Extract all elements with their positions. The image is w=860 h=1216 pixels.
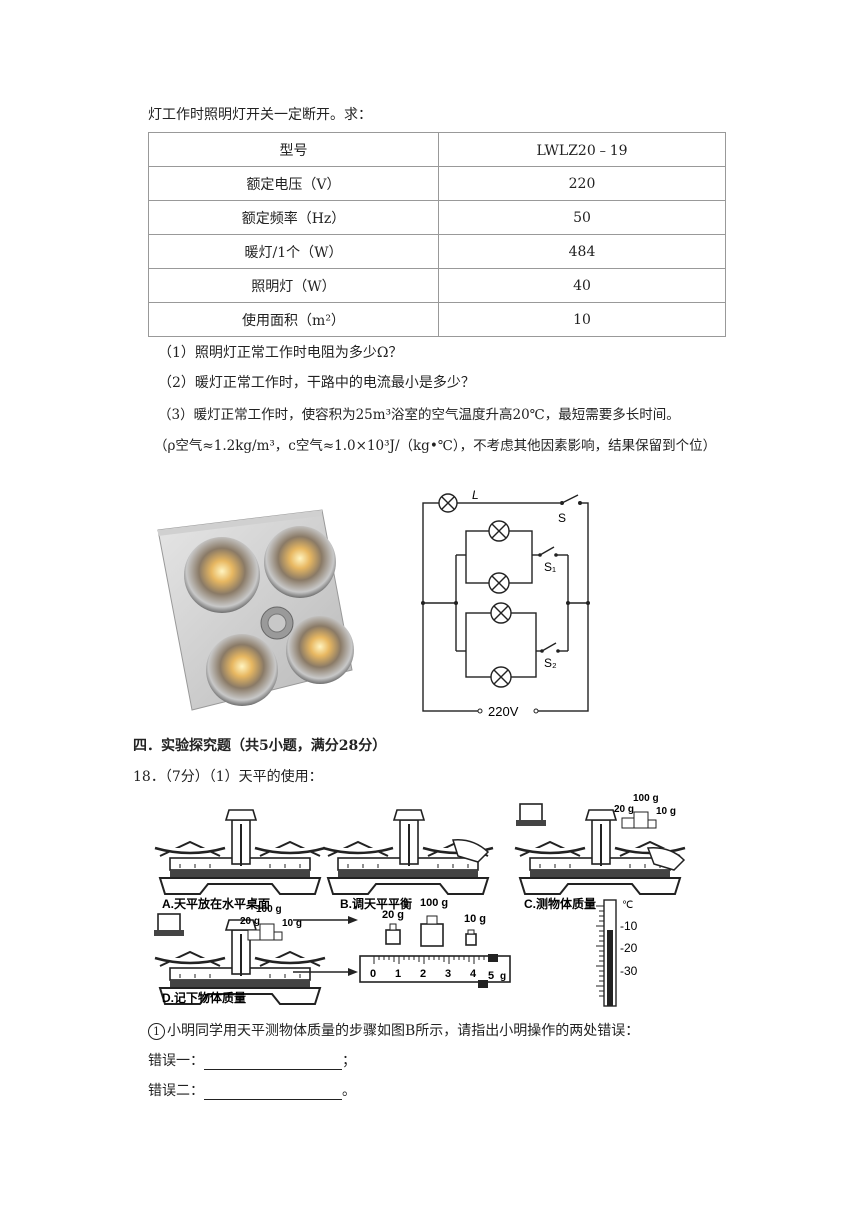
- table-row: 额定频率（Hz） 50: [148, 200, 726, 235]
- table-cell: 额定频率（Hz）: [148, 200, 439, 235]
- problem-18: 18．（7分）（1）天平的使用：: [133, 769, 323, 785]
- error-1-label: 错误一：: [148, 1053, 204, 1069]
- power-source-label: 220V: [488, 704, 519, 718]
- hand-icon: [452, 839, 490, 863]
- lamp-symbol: [490, 666, 512, 688]
- lamp-symbol: [488, 520, 510, 542]
- spec-table: 型号 LWLZ20﹣19 额定电压（V） 220 额定频率（Hz） 50 暖灯/…: [148, 132, 726, 337]
- thermo-tick: -30: [620, 964, 638, 978]
- thermo-tick: -10: [620, 919, 638, 933]
- table-row: 额定电压（V） 220: [148, 166, 726, 201]
- bath-heater-photo: [157, 509, 354, 711]
- circuit-diagram: L S S₁ S₂ 220V: [421, 488, 590, 718]
- weight-label-100g: 100 g: [633, 793, 659, 804]
- scale-tick: 2: [420, 968, 426, 980]
- error-2-blank[interactable]: [204, 1085, 342, 1100]
- table-cell: 10: [438, 302, 726, 337]
- scale-tick: 1: [395, 968, 401, 980]
- switch-s2-label: S₂: [544, 656, 557, 670]
- table-row: 型号 LWLZ20﹣19: [148, 132, 726, 167]
- table-row: 照明灯（W） 40: [148, 268, 726, 303]
- lamp-symbol: [490, 602, 512, 624]
- question-1: （1）照明灯正常工作时电阻为多少Ω？: [158, 345, 403, 361]
- scale-tick: 0: [370, 968, 376, 980]
- table-cell: 使用面积（m²）: [148, 302, 439, 337]
- balance-figure: 20 g 100 g 10 g A.天平放在水平桌面 B.调天平平衡 C.测物体…: [153, 793, 687, 1007]
- weight-label-100g: 100 g: [256, 904, 282, 915]
- scale-tick: 5: [488, 970, 494, 982]
- weight-label-10g: 10 g: [464, 913, 486, 925]
- weight-label-20g: 20 g: [240, 916, 260, 927]
- table-cell: LWLZ20﹣19: [438, 132, 726, 167]
- thermo-unit: ℃: [622, 900, 633, 911]
- caption-a: A.天平放在水平桌面: [162, 896, 270, 911]
- scale-tick: 3: [445, 968, 451, 980]
- table-cell: 220: [438, 166, 726, 201]
- table-cell: 50: [438, 200, 726, 235]
- heat-lamp: [184, 537, 260, 613]
- weight-label-100g: 100 g: [420, 897, 448, 909]
- table-row: 暖灯/1个（W） 484: [148, 234, 726, 269]
- balance-a: [153, 808, 327, 896]
- intro-text: 灯工作时照明灯开关一定断开。求：: [148, 107, 372, 123]
- error-2-end: 。: [342, 1083, 356, 1099]
- lamp-label: L: [472, 488, 479, 502]
- error-1-blank[interactable]: [204, 1055, 342, 1070]
- lamp-symbol: [488, 572, 510, 594]
- weight-label-10g: 10 g: [282, 918, 302, 929]
- table-cell: 型号: [148, 132, 439, 167]
- task-text: 小明同学用天平测物体质量的步骤如图B所示，请指出小明操作的两处错误：: [167, 1023, 640, 1039]
- question-4-constants: （ρ空气≈1.2kg/m³，c空气≈1.0×10³J/（kg•℃），不考虑其他因…: [154, 438, 717, 454]
- question-3: （3）暖灯正常工作时，使容积为25m³浴室的空气温度升高20℃，最短需要多长时间…: [158, 407, 680, 423]
- enlarged-scale: [359, 954, 511, 988]
- error-1-end: ；: [342, 1053, 356, 1069]
- task-number: 1: [148, 1023, 165, 1040]
- heat-lamp: [264, 526, 336, 598]
- thermo-tick: -20: [620, 941, 638, 955]
- switch-s1-label: S₁: [544, 560, 556, 574]
- error-2-label: 错误二：: [148, 1083, 204, 1099]
- switch-s-label: S: [558, 511, 566, 525]
- heat-lamp: [206, 634, 278, 706]
- weight-label-20g: 20 g: [614, 804, 634, 815]
- table-cell: 40: [438, 268, 726, 303]
- weight-label-10g: 10 g: [656, 806, 676, 817]
- table-cell: 照明灯（W）: [148, 268, 439, 303]
- enlarged-weights: [385, 915, 477, 947]
- scale-unit: g: [500, 971, 506, 982]
- scale-tick: 4: [470, 968, 477, 980]
- caption-b: B.调天平平衡: [340, 896, 412, 911]
- question-2: （2）暖灯正常工作时，干路中的电流最小是多少？: [158, 375, 475, 391]
- caption-d: D.记下物体质量: [162, 990, 246, 1005]
- section-heading: 四．实验探究题（共5小题，满分28分）: [133, 738, 387, 754]
- error-2-line: 错误二： 。: [148, 1080, 356, 1100]
- error-1-line: 错误一： ；: [148, 1050, 356, 1070]
- table-cell: 484: [438, 234, 726, 269]
- table-row: 使用面积（m²） 10: [148, 302, 726, 337]
- weight-label-20g: 20 g: [382, 909, 404, 921]
- table-cell: 额定电压（V）: [148, 166, 439, 201]
- heat-lamp: [286, 616, 354, 684]
- thermometer: [596, 899, 617, 1007]
- caption-c: C.测物体质量: [524, 896, 596, 911]
- table-cell: 暖灯/1个（W）: [148, 234, 439, 269]
